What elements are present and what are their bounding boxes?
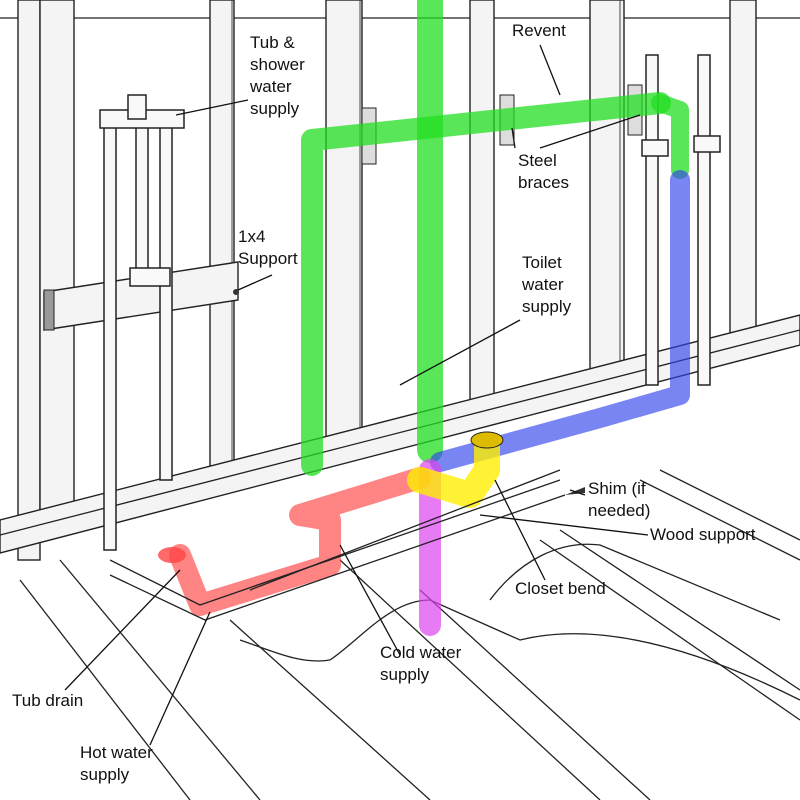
floor-water-lines xyxy=(109,469,566,621)
label-revent: Revent xyxy=(512,21,566,40)
stud-6 xyxy=(589,0,625,381)
right-supply-pipes xyxy=(641,54,721,386)
stud-5 xyxy=(469,0,495,411)
closet-bend-pipe xyxy=(407,431,504,508)
label-tub-drain: Tub drain xyxy=(12,691,84,710)
stud-1 xyxy=(17,0,41,561)
vent-pipes xyxy=(301,0,689,476)
label-hot-water-supply: Hot water supply xyxy=(80,743,153,784)
tub-shower-supply-pipes xyxy=(99,94,185,551)
label-1x4-support: 1x4 Support xyxy=(238,227,298,268)
stud-2 xyxy=(39,0,75,521)
support-1x4-board xyxy=(43,261,239,331)
tub-drain-pipe xyxy=(158,467,431,616)
label-steel-braces: Steel braces xyxy=(518,151,570,192)
label-closet-bend: Closet bend xyxy=(515,579,606,598)
stud-3 xyxy=(209,0,235,471)
stud-4 xyxy=(325,0,363,441)
label-wood-support: Wood support xyxy=(650,525,756,544)
label-toilet-water-supply: Toilet water supply xyxy=(522,253,572,316)
leader-lines xyxy=(64,44,649,746)
label-shim: Shim (if needed) xyxy=(588,479,651,520)
label-tub-shower-supply: Tub & shower water supply xyxy=(250,33,305,118)
stud-7 xyxy=(729,0,757,341)
bottom-plate xyxy=(0,314,800,554)
label-cold-water-supply: Cold water supply xyxy=(380,643,462,684)
blue-pipe xyxy=(430,170,690,472)
